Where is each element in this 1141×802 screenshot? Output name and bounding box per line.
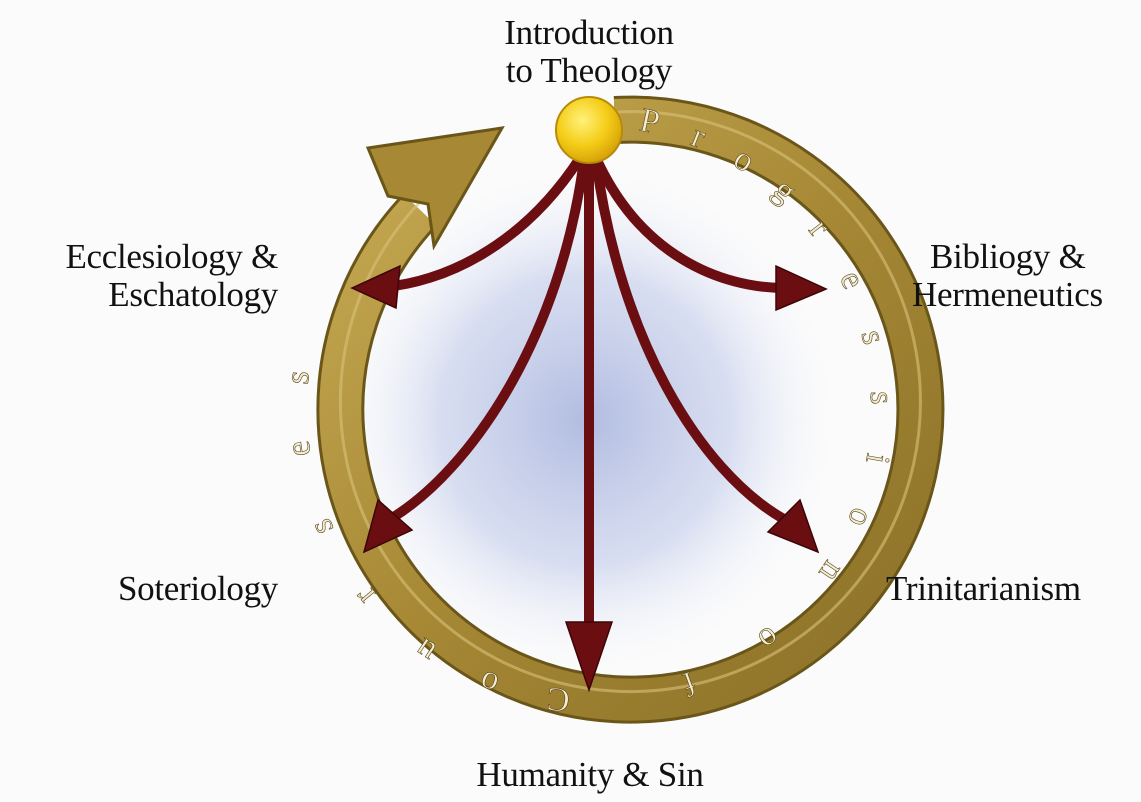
ring-letter: e <box>832 265 872 295</box>
label-trinitarianism-text: Trinitarianism <box>886 570 1126 608</box>
label-introduction: Introduction to Theology <box>470 14 708 90</box>
label-bibliology-line1: Bibliogy & <box>912 238 1132 276</box>
ring-letter: s <box>279 369 317 386</box>
label-soteriology: Soteriology <box>60 570 278 608</box>
start-sun <box>556 97 622 163</box>
label-soteriology-text: Soteriology <box>60 570 278 608</box>
label-humanity: Humanity & Sin <box>440 756 740 794</box>
label-humanity-text: Humanity & Sin <box>440 756 740 794</box>
ring-letter: i <box>858 451 896 467</box>
ring-letter: e <box>280 439 319 459</box>
label-ecclesiology: Ecclesiology & Eschatology <box>30 238 278 314</box>
label-trinitarianism: Trinitarianism <box>886 570 1126 608</box>
label-bibliology: Bibliogy & Hermeneutics <box>912 238 1132 314</box>
ring-letter: s <box>302 514 341 541</box>
label-introduction-line2: to Theology <box>470 52 708 90</box>
ring-letter: C <box>545 680 571 719</box>
label-bibliology-line2: Hermeneutics <box>912 276 1132 314</box>
ring-letter: r <box>346 579 382 612</box>
ring-letter: s <box>853 326 892 348</box>
ring-letter: s <box>863 391 900 406</box>
label-ecclesiology-line1: Ecclesiology & <box>30 238 278 276</box>
label-introduction-line1: Introduction <box>470 14 708 52</box>
label-ecclesiology-line2: Eschatology <box>30 276 278 314</box>
ring-letter: o <box>840 503 881 533</box>
